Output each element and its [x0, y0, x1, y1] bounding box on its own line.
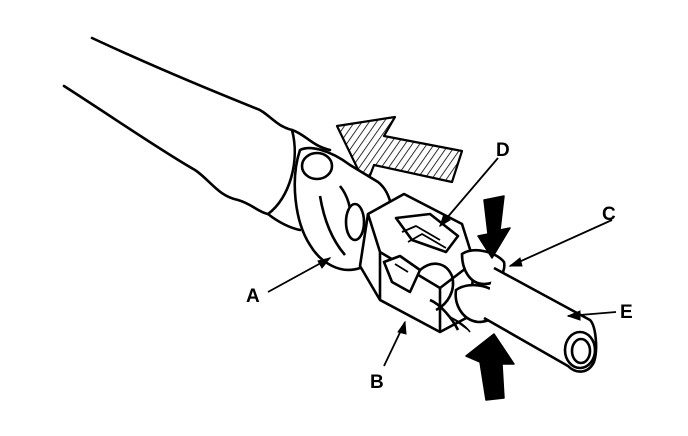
label-d: D	[496, 140, 510, 161]
leader-line-c	[509, 219, 613, 267]
lock-housing-b	[358, 192, 476, 334]
pipe-e	[483, 266, 598, 373]
arrowhead-b-icon	[397, 320, 407, 335]
harness-tube	[62, 36, 332, 232]
label-c: C	[602, 204, 616, 225]
arrowhead-a-icon	[317, 257, 332, 269]
arrowhead-e-icon	[566, 310, 581, 321]
label-e: E	[620, 302, 633, 323]
leader-arrowheads	[317, 213, 581, 335]
press-arrow-bottom-icon	[465, 333, 515, 401]
arrowhead-c-icon	[508, 257, 523, 267]
leader-line-d	[439, 157, 499, 227]
arrowhead-d-icon	[439, 213, 451, 228]
label-b: B	[370, 372, 384, 393]
press-arrow-top-icon	[477, 195, 511, 259]
label-a: A	[246, 286, 260, 307]
